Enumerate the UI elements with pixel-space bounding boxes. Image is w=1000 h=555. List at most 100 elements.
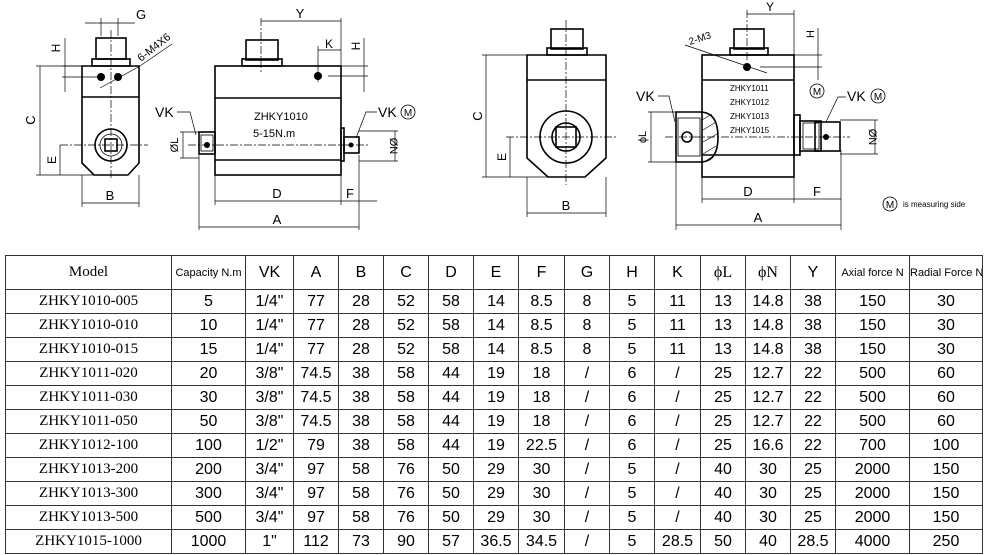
value-cell: 112 <box>293 529 339 554</box>
model-cell: ZHKY1012-100 <box>5 433 172 458</box>
value-cell: 150 <box>909 505 983 530</box>
mount-hole <box>97 73 105 81</box>
value-cell: 500 <box>835 409 910 434</box>
value-cell: 150 <box>835 313 910 338</box>
value-cell: 14.8 <box>745 337 791 362</box>
value-cell: 58 <box>428 313 474 338</box>
legend: M is measuring side <box>882 196 966 212</box>
value-cell: / <box>564 529 610 554</box>
value-cell: 5 <box>609 457 655 482</box>
value-cell: 40 <box>745 529 791 554</box>
value-cell: 34.5 <box>518 529 565 554</box>
value-cell: 150 <box>909 457 983 482</box>
value-cell: 3/8" <box>245 361 294 386</box>
value-cell: / <box>654 481 701 506</box>
value-cell: 28 <box>338 337 384 362</box>
value-cell: 100 <box>909 433 983 458</box>
svg-text:M: M <box>404 108 412 119</box>
value-cell: 8 <box>564 313 610 338</box>
dim-label-f: F <box>813 184 821 199</box>
value-cell: 13 <box>700 337 746 362</box>
value-cell: / <box>654 505 701 530</box>
value-cell: 76 <box>383 505 429 530</box>
value-cell: 77 <box>293 313 339 338</box>
value-cell: 14.8 <box>745 289 791 314</box>
value-cell: 58 <box>383 361 429 386</box>
model-cell: ZHKY1010-005 <box>5 289 172 314</box>
value-cell: 22 <box>790 361 836 386</box>
dim-label-b: B <box>106 188 115 203</box>
value-cell: 5 <box>609 505 655 530</box>
value-cell: 44 <box>428 433 474 458</box>
measuring-side-icon <box>400 104 416 120</box>
value-cell: 3/8" <box>245 385 294 410</box>
value-cell: 5 <box>171 289 246 314</box>
value-cell: 12.7 <box>745 385 791 410</box>
dimension-drawings: G H 6-M4X6 C E B ZHKY1010 5-15N.m <box>23 0 966 230</box>
value-cell: 58 <box>338 505 384 530</box>
value-cell: 200 <box>171 457 246 482</box>
value-cell: 30 <box>909 289 983 314</box>
value-cell: 38 <box>790 289 836 314</box>
value-cell: 25 <box>790 505 836 530</box>
value-cell: / <box>654 457 701 482</box>
value-cell: 58 <box>338 457 384 482</box>
value-cell: 6 <box>609 361 655 386</box>
model-cell: ZHKY1011-020 <box>5 361 172 386</box>
value-cell: / <box>564 409 610 434</box>
model-cell: ZHKY1015-1000 <box>5 529 172 554</box>
body-outline <box>81 65 140 176</box>
value-cell: 38 <box>338 361 384 386</box>
value-cell: 74.5 <box>293 361 339 386</box>
value-cell: 77 <box>293 337 339 362</box>
value-cell: 44 <box>428 361 474 386</box>
value-cell: 52 <box>383 313 429 338</box>
value-cell: 25 <box>700 433 746 458</box>
value-cell: 5 <box>609 337 655 362</box>
value-cell: 79 <box>293 433 339 458</box>
value-cell: 300 <box>171 481 246 506</box>
value-cell: / <box>654 433 701 458</box>
value-cell: 1" <box>245 529 294 554</box>
value-cell: 150 <box>909 481 983 506</box>
value-cell: 13 <box>700 289 746 314</box>
model-label: ZHKY1011 <box>730 84 769 93</box>
column-header: D <box>428 255 474 290</box>
value-cell: 250 <box>909 529 983 554</box>
value-cell: 14.8 <box>745 313 791 338</box>
value-cell: 52 <box>383 337 429 362</box>
dim-label-c: C <box>470 111 485 120</box>
value-cell: 500 <box>835 361 910 386</box>
value-cell: 40 <box>700 481 746 506</box>
dim-label-n: ØN <box>387 138 399 155</box>
value-cell: 28 <box>338 313 384 338</box>
dim-label-h: H <box>49 44 63 53</box>
value-cell: 50 <box>171 409 246 434</box>
value-cell: 3/4" <box>245 457 294 482</box>
value-cell: 58 <box>383 433 429 458</box>
view-1-end-view: G H 6-M4X6 C E B <box>23 7 173 207</box>
value-cell: 40 <box>700 505 746 530</box>
value-cell: 76 <box>383 481 429 506</box>
dim-label-y: Y <box>766 0 774 14</box>
model-cell: ZHKY1010-010 <box>5 313 172 338</box>
value-cell: 30 <box>745 481 791 506</box>
column-header: B <box>338 255 384 290</box>
value-cell: 10 <box>171 313 246 338</box>
value-cell: 150 <box>835 289 910 314</box>
dim-label-f: F <box>346 186 354 201</box>
value-cell: 30 <box>518 505 565 530</box>
value-cell: 38 <box>338 433 384 458</box>
value-cell: 77 <box>293 289 339 314</box>
dim-label-h: H <box>349 42 363 51</box>
value-cell: 6 <box>609 385 655 410</box>
value-cell: 74.5 <box>293 409 339 434</box>
value-cell: 19 <box>473 433 519 458</box>
value-cell: 25 <box>790 481 836 506</box>
